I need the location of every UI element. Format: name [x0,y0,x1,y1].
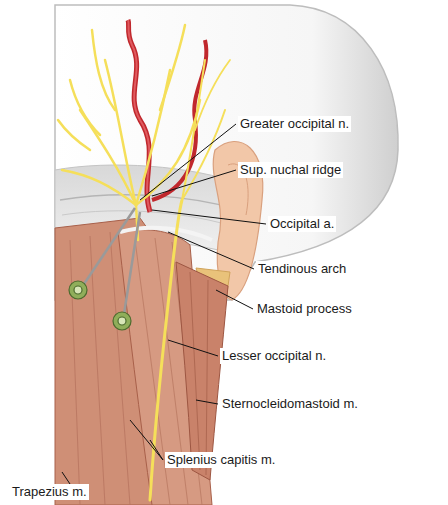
part-label: Sternocleidomastoid m. [220,396,360,412]
part-label: Lesser occipital n. [220,348,328,364]
part-label: Sup. nuchal ridge [238,162,343,178]
part-label: Greater occipital n. [238,116,351,132]
part-label: Occipital a. [268,216,336,232]
part-label: Tendinous arch [256,261,348,277]
part-label: Trapezius m. [10,484,89,500]
part-label: Splenius capitis m. [165,452,277,468]
part-label: Mastoid process [255,301,354,317]
